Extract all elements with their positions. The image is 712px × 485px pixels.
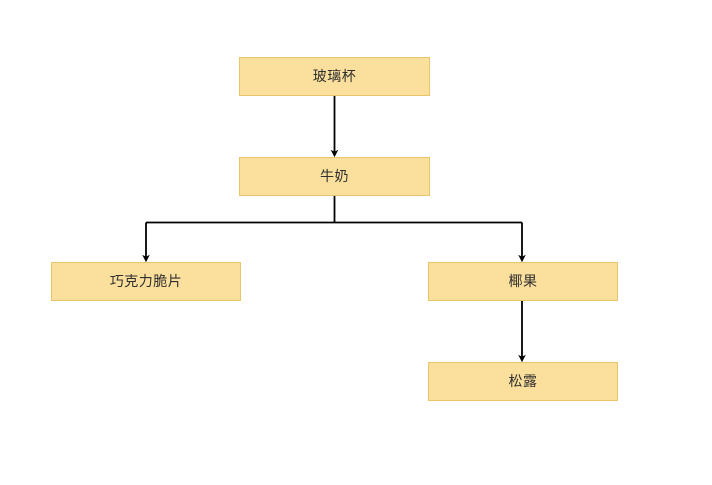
node-truffle[interactable]: 松露 [428, 362, 618, 401]
node-nata-de-coco-label: 椰果 [508, 273, 538, 290]
node-milk[interactable]: 牛奶 [239, 157, 430, 196]
node-glass-label: 玻璃杯 [312, 68, 357, 85]
node-chocolate-chips-label: 巧克力脆片 [109, 273, 183, 290]
node-nata-de-coco[interactable]: 椰果 [428, 262, 618, 301]
edge-milk-to-children [142, 196, 526, 263]
node-glass[interactable]: 玻璃杯 [239, 57, 430, 96]
node-chocolate-chips[interactable]: 巧克力脆片 [51, 262, 241, 301]
node-truffle-label: 松露 [508, 373, 538, 390]
node-milk-label: 牛奶 [320, 168, 349, 185]
